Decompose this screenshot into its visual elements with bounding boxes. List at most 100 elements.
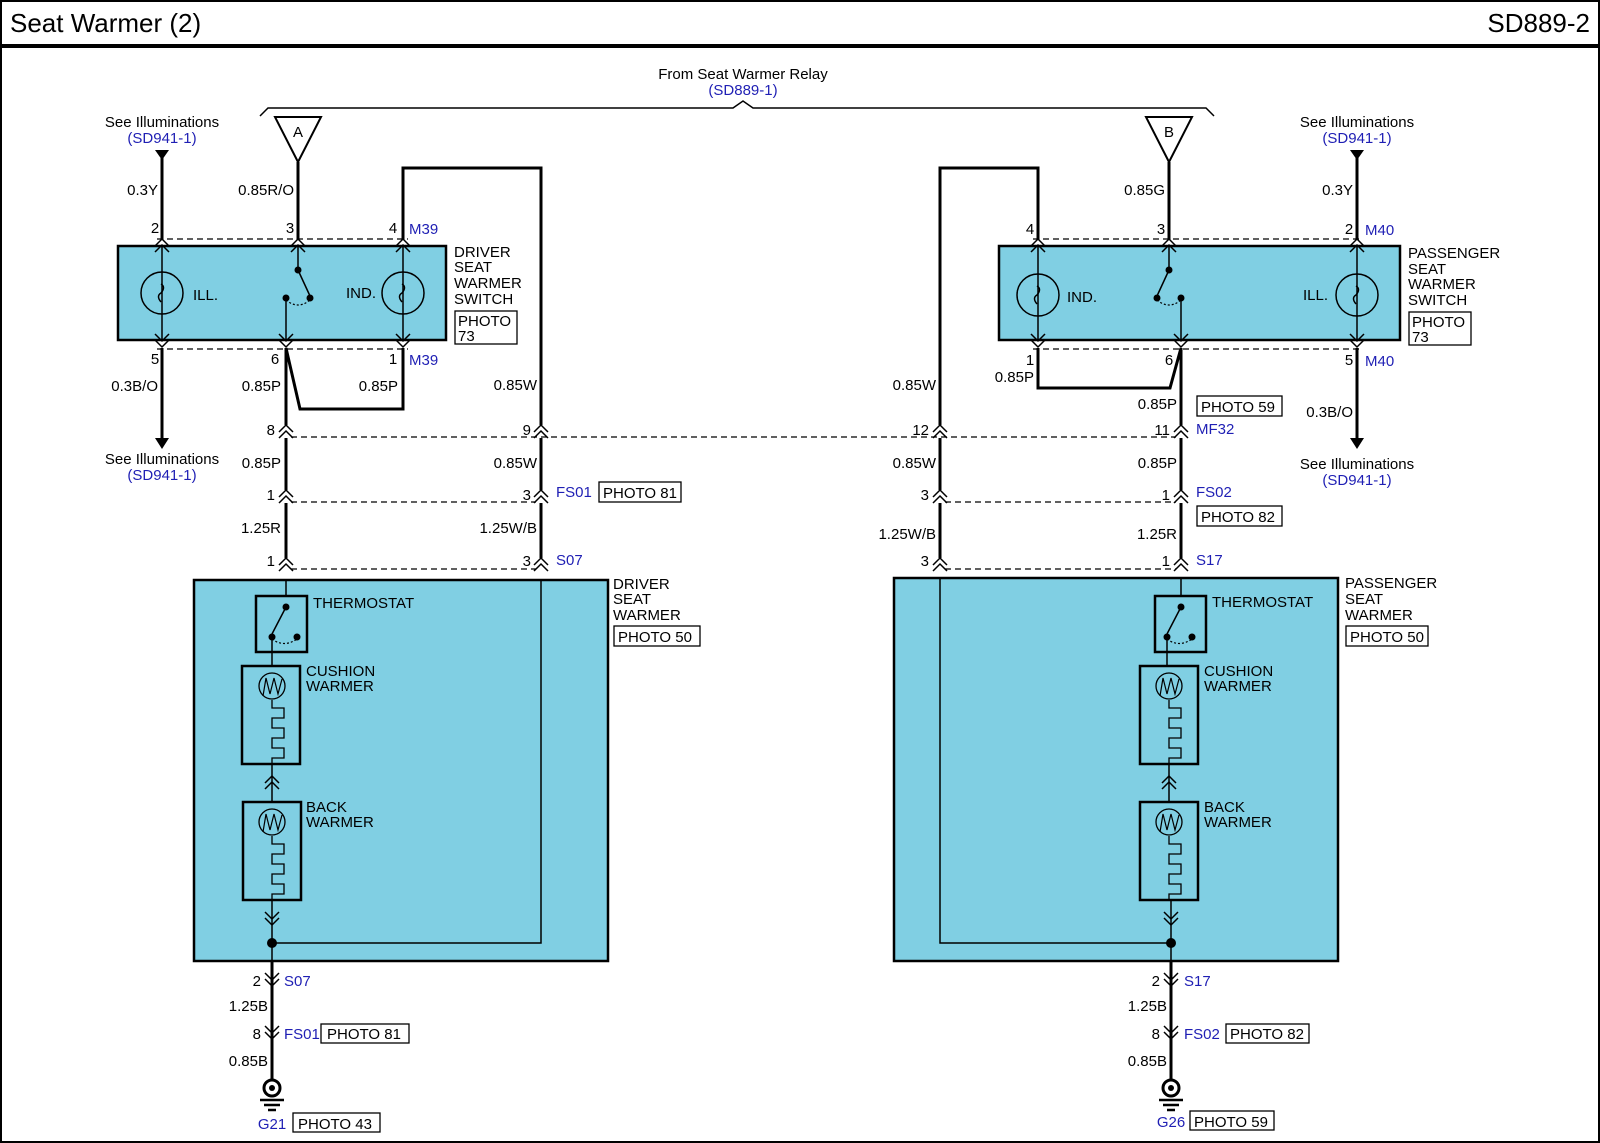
passenger-switch-name: SEAT: [1408, 261, 1446, 278]
relay-ref: (SD889-1): [708, 82, 777, 99]
relay-source-group: From Seat Warmer Relay (SD889-1): [259, 66, 1215, 117]
back-label: BACK: [1204, 799, 1245, 816]
pin-label: 6: [271, 351, 279, 368]
pin-label: 2: [253, 973, 261, 990]
wire-label: 1.25B: [1128, 998, 1167, 1015]
wire-label: 0.3B/O: [1306, 404, 1353, 421]
terminal-a-icon: [273, 116, 323, 165]
illum-label-br: See Illuminations: [1300, 456, 1414, 473]
terminal-b-label: B: [1164, 124, 1174, 141]
pin-label: 1: [389, 351, 397, 368]
back-warmer-icon: [241, 800, 303, 902]
ill-label: ILL.: [1303, 287, 1328, 304]
ind-label: IND.: [1067, 289, 1097, 306]
wire-label: 0.85W: [494, 455, 538, 472]
wire-label: 0.3B/O: [111, 378, 158, 395]
wire-label: 0.85W: [494, 377, 538, 394]
passenger-warmer-name: PASSENGER: [1345, 575, 1437, 592]
photo-label: PHOTO 82: [1230, 1026, 1304, 1043]
illum-label-tr: See Illuminations: [1300, 114, 1414, 131]
passenger-warmer-name: WARMER: [1345, 607, 1413, 624]
photo-box[interactable]: [598, 481, 682, 503]
photo-box[interactable]: [292, 1112, 381, 1133]
photo-box[interactable]: [320, 1023, 410, 1044]
wire-label: 1.25R: [1137, 526, 1177, 543]
illum-ref-bl: (SD941-1): [127, 467, 196, 484]
pin-label: 6: [1165, 352, 1173, 369]
pin-label: 1: [267, 553, 275, 570]
driver-switch-name: SEAT: [454, 259, 492, 276]
pin-label: 8: [267, 422, 275, 439]
passenger-warmer-body: [892, 576, 1340, 963]
photo-label: PHOTO 82: [1201, 509, 1275, 526]
passenger-switch-name: PASSENGER: [1408, 245, 1500, 262]
arrow-down-icon: [1350, 438, 1364, 449]
photo-box[interactable]: [1225, 1023, 1310, 1044]
photo-box[interactable]: [1189, 1110, 1275, 1131]
ind-lamp-icon: [1016, 273, 1060, 317]
back-warmer-icon: [1138, 800, 1200, 902]
pin-label: 3: [523, 487, 531, 504]
passenger-seat-warmer: PASSENGER SEAT WARMER PHOTO 50 THERMOSTA…: [892, 575, 1437, 963]
mf32-connector-row: 8 9 12 11 MF32 0.85P 0.85W 0.85W 0.85P: [242, 421, 1234, 490]
s-connector-row: 1 3 S07 3 1 S17: [267, 552, 1223, 572]
illum-ref-tl: (SD941-1): [127, 130, 196, 147]
wire-label: 1.25W/B: [878, 526, 936, 543]
photo-label: PHOTO 81: [603, 485, 677, 502]
photo-label: PHOTO 59: [1201, 399, 1275, 416]
photo-box[interactable]: [613, 625, 701, 647]
pin-label: 5: [151, 351, 159, 368]
wire-label: 0.85P: [1138, 396, 1177, 413]
pin-label: 12: [912, 422, 929, 439]
driver-switch-name: WARMER: [454, 275, 522, 292]
ground-g21: G21: [258, 1116, 286, 1133]
pin-label: 1: [1026, 352, 1034, 369]
connector-fs02: FS02: [1196, 484, 1232, 501]
header-bar: Seat Warmer (2) SD889-2: [0, 0, 1600, 48]
diagram-code: SD889-2: [1487, 8, 1590, 38]
illum-label-bl: See Illuminations: [105, 451, 219, 468]
pin-label: 3: [286, 220, 294, 237]
wire-label: 0.85B: [1128, 1053, 1167, 1070]
ill-lamp-icon: [1335, 273, 1379, 317]
connector-s07: S07: [556, 552, 583, 569]
photo-box[interactable]: [454, 310, 518, 345]
connector-m39-top: M39: [409, 221, 438, 238]
connector-m40-top: M40: [1365, 222, 1394, 239]
illum-label-tl: See Illuminations: [105, 114, 219, 131]
thermostat-icon: [1153, 594, 1208, 654]
pin-label: 4: [389, 220, 397, 237]
passenger-switch-name: SWITCH: [1408, 292, 1467, 309]
pin-label: 5: [1345, 352, 1353, 369]
cushion-label: CUSHION: [306, 663, 375, 680]
thermostat-label: THERMOSTAT: [1212, 594, 1313, 611]
relay-brace: [259, 100, 1215, 117]
connector-mf32: MF32: [1196, 421, 1234, 438]
connector-fs02-bottom: FS02: [1184, 1026, 1220, 1043]
photo-box[interactable]: [1345, 625, 1429, 647]
relay-label: From Seat Warmer Relay: [658, 66, 828, 83]
pin-label: 3: [1157, 221, 1165, 238]
cushion-warmer-icon: [1138, 664, 1200, 766]
connector-s17: S17: [1196, 552, 1223, 569]
wire-label: 0.85G: [1124, 182, 1165, 199]
photo-box[interactable]: [1196, 395, 1283, 417]
photo-box[interactable]: [1196, 505, 1283, 527]
photo-label: PHOTO 59: [1194, 1114, 1268, 1131]
terminal-a-label: A: [293, 124, 303, 141]
thermostat-icon: [254, 594, 309, 654]
pin-label: 3: [523, 553, 531, 570]
photo-label: PHOTO 81: [327, 1026, 401, 1043]
splice-icon: [267, 938, 277, 948]
passenger-warmer-name: SEAT: [1345, 591, 1383, 608]
fs-connector-row: 1 3 FS01 PHOTO 81 3 1 FS02 PHOTO 82 1.25…: [241, 481, 1283, 558]
cushion-label: CUSHION: [1204, 663, 1273, 680]
left-ground-chain: 2 S07 1.25B 8 FS01 PHOTO 81 0.85B G21 PH…: [229, 961, 410, 1133]
wire-label: 0.85R/O: [238, 182, 294, 199]
driver-switch-body: [116, 244, 448, 342]
connector-m40-bottom: M40: [1365, 353, 1394, 370]
ground-g26: G26: [1157, 1114, 1185, 1131]
photo-box[interactable]: [1408, 311, 1472, 346]
driver-seat-warmer: DRIVER SEAT WARMER PHOTO 50 THERMOSTAT C…: [192, 576, 701, 963]
driver-warmer-name: DRIVER: [613, 576, 670, 593]
